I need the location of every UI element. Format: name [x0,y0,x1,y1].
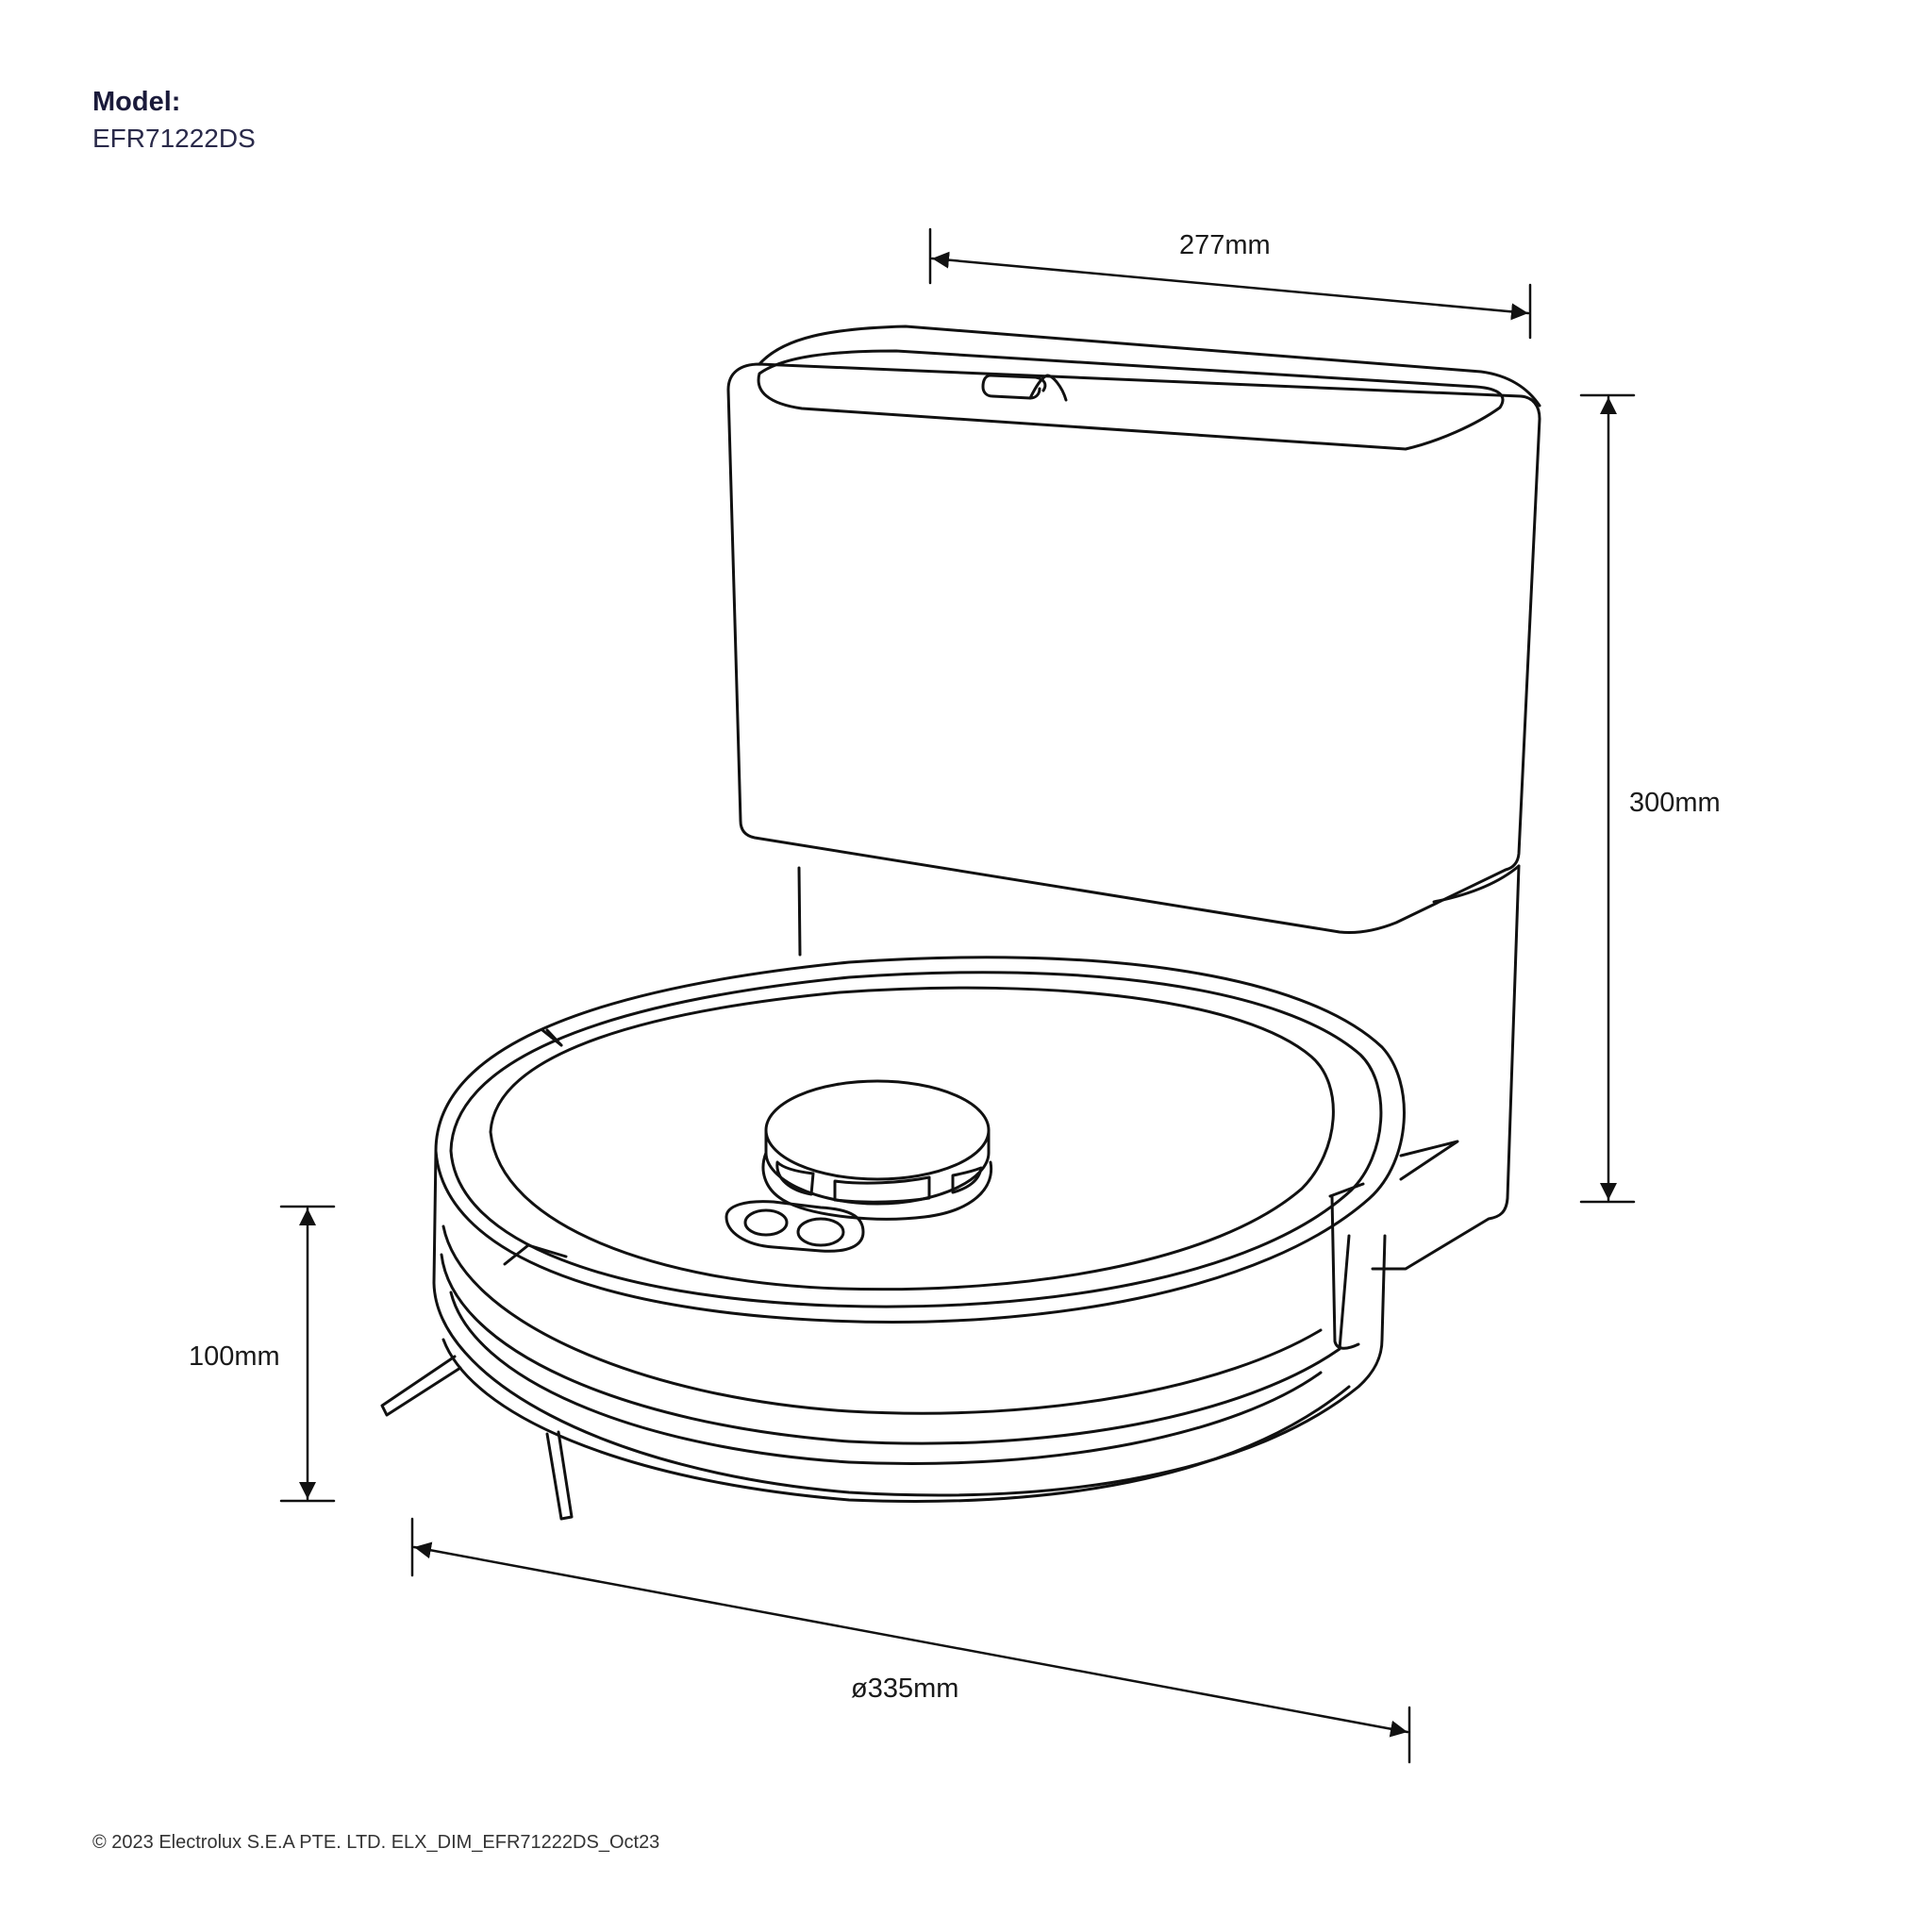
copyright-footer: © 2023 Electrolux S.E.A PTE. LTD. ELX_DI… [92,1832,660,1853]
robot-vacuum [382,958,1404,1519]
station-lid [759,326,1540,406]
robot-side-wall [434,1151,1385,1495]
robot-outer-rim [436,958,1404,1323]
model-number: EFR71222DS [92,124,256,153]
dimension-lines [281,229,1634,1762]
side-brush-front [547,1432,572,1519]
lid-handle-icon [983,375,1040,398]
height-dimension-label: 300mm [1629,788,1721,818]
side-brush-left [382,1357,460,1415]
robot-height-dimension-label: 100mm [189,1341,280,1372]
robot-underside [443,1340,1349,1502]
control-buttons [726,1202,863,1252]
station-upper-box [728,364,1540,933]
robot-top-cover [491,988,1333,1290]
station-lid-panel [758,351,1503,449]
width-dimension-line [932,251,1528,321]
robot-bumper [441,1236,1349,1443]
power-button-icon [745,1210,787,1235]
docking-station [728,326,1540,1269]
model-label: Model: [92,87,181,117]
width-dimension-label: 277mm [1179,230,1271,260]
station-ramp [1401,1141,1457,1179]
lidar-turret [763,1081,991,1219]
home-button-icon [798,1219,843,1245]
diameter-dimension-line [414,1541,1407,1738]
station-base [799,868,800,955]
diameter-dimension-label: ø335mm [851,1674,959,1704]
